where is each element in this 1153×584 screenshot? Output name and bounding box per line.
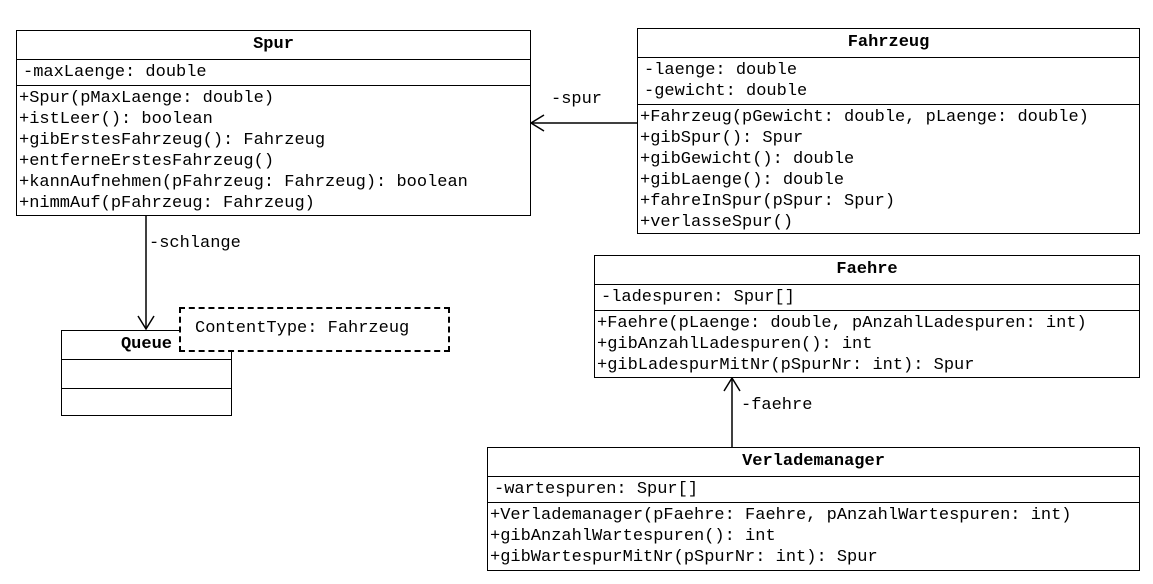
association-fahrzeug-spur-arrowhead [529, 114, 545, 132]
class-fahrzeug-name: Fahrzeug [638, 29, 1139, 58]
method: +fahreInSpur(pSpur: Spur) [640, 192, 896, 211]
method: +Verlademanager(pFaehre: Faehre, pAnzahl… [490, 506, 1072, 525]
class-queue-name: Queue [62, 331, 231, 360]
class-fahrzeug: Fahrzeug -laenge: double -gewicht: doubl… [637, 28, 1140, 234]
method: +gibGewicht(): double [640, 150, 855, 169]
method: +gibLaenge(): double [640, 171, 845, 190]
attribute: -laenge: double [644, 61, 798, 80]
attribute: -maxLaenge: double [23, 63, 207, 82]
attribute: -wartespuren: Spur[] [494, 480, 699, 499]
method: +gibAnzahlLadespuren(): int [597, 335, 873, 354]
queue-content-type-parameter: ContentType: Fahrzeug [179, 307, 450, 352]
method: +gibErstesFahrzeug(): Fahrzeug [19, 131, 326, 150]
method: +entferneErstesFahrzeug() [19, 152, 275, 171]
class-verlademanager: Verlademanager -wartespuren: Spur[] +Ver… [487, 447, 1140, 571]
method: +Fahrzeug(pGewicht: double, pLaenge: dou… [640, 108, 1089, 127]
class-spur-methods: +Spur(pMaxLaenge: double) +istLeer(): bo… [17, 86, 530, 216]
method: +gibLadespurMitNr(pSpurNr: int): Spur [597, 356, 975, 375]
class-spur-attributes: -maxLaenge: double [17, 60, 530, 86]
method: +kannAufnehmen(pFahrzeug: Fahrzeug): boo… [19, 173, 468, 192]
method: +gibSpur(): Spur [640, 129, 804, 148]
association-label-spur: -spur [551, 90, 603, 109]
class-verlademanager-methods: +Verlademanager(pFaehre: Faehre, pAnzahl… [488, 503, 1139, 570]
class-fahrzeug-methods: +Fahrzeug(pGewicht: double, pLaenge: dou… [638, 105, 1139, 235]
method: +verlasseSpur() [640, 213, 794, 232]
association-label-schlange: -schlange [149, 234, 241, 253]
class-faehre: Faehre -ladespuren: Spur[] +Faehre(pLaen… [594, 255, 1140, 378]
class-queue-attributes [62, 360, 231, 389]
class-verlademanager-name: Verlademanager [488, 448, 1139, 477]
method: +Faehre(pLaenge: double, pAnzahlLadespur… [597, 314, 1087, 333]
method: +nimmAuf(pFahrzeug: Fahrzeug) [19, 194, 315, 213]
method: +istLeer(): boolean [19, 110, 213, 129]
method: +gibAnzahlWartespuren(): int [490, 527, 776, 546]
attribute: -ladespuren: Spur[] [601, 288, 795, 307]
class-faehre-methods: +Faehre(pLaenge: double, pAnzahlLadespur… [595, 311, 1139, 378]
class-fahrzeug-attributes: -laenge: double -gewicht: double [638, 58, 1139, 105]
method: +Spur(pMaxLaenge: double) [19, 89, 275, 108]
association-label-faehre: -faehre [741, 396, 813, 415]
association-verlademanager-faehre-arrowhead [723, 376, 741, 392]
class-spur: Spur -maxLaenge: double +Spur(pMaxLaenge… [16, 30, 531, 216]
class-faehre-name: Faehre [595, 256, 1139, 285]
class-verlademanager-attributes: -wartespuren: Spur[] [488, 477, 1139, 503]
attribute: -gewicht: double [644, 82, 808, 101]
method: +gibWartespurMitNr(pSpurNr: int): Spur [490, 548, 878, 567]
class-queue: Queue [61, 330, 232, 416]
association-spur-queue-arrowhead [137, 315, 155, 331]
class-faehre-attributes: -ladespuren: Spur[] [595, 285, 1139, 311]
class-spur-name: Spur [17, 31, 530, 60]
